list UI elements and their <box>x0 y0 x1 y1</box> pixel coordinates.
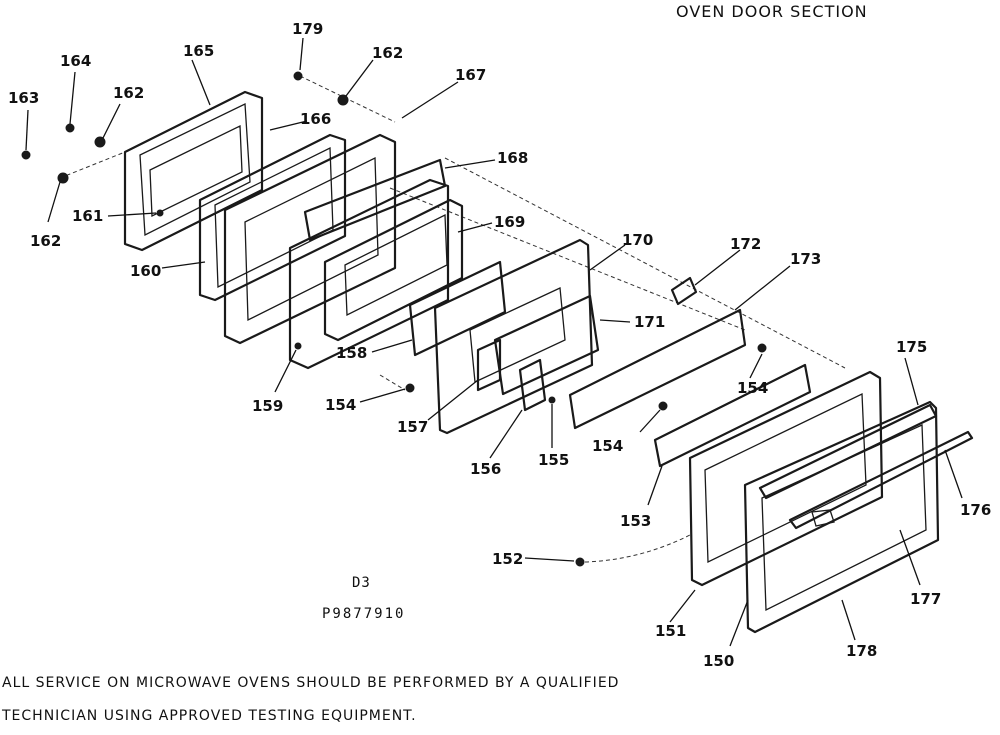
nut-162-icon <box>337 94 349 106</box>
part-170-door-panel <box>433 238 594 435</box>
callout-164: 164 <box>60 52 91 70</box>
alignment-lines <box>59 75 846 563</box>
screw-152-icon <box>575 557 585 567</box>
part-153-strip <box>653 363 812 468</box>
callout-167: 167 <box>455 66 486 84</box>
screw-155-icon <box>548 396 556 404</box>
callout-176: 176 <box>960 501 991 519</box>
part-160-inner-frame <box>223 133 397 345</box>
leader-lines <box>25 37 963 647</box>
callout-156: 156 <box>470 460 501 478</box>
section-title: OVEN DOOR SECTION <box>676 2 868 21</box>
part-175-top-trim <box>758 403 938 500</box>
screw-154-icon <box>405 383 415 393</box>
diagram-code: D3 <box>352 575 371 591</box>
callout-172: 172 <box>730 235 761 253</box>
callout-177: 177 <box>910 590 941 608</box>
service-notice-line-1: ALL SERVICE ON MICROWAVE OVENS SHOULD BE… <box>2 675 620 691</box>
clip-159-icon <box>294 342 302 350</box>
callout-161: 161 <box>72 207 103 225</box>
callout-166: 166 <box>300 110 331 128</box>
callout-152: 152 <box>492 550 523 568</box>
callout-171: 171 <box>634 313 665 331</box>
callout-157: 157 <box>397 418 428 436</box>
callout-163: 163 <box>8 89 39 107</box>
screw-179-icon <box>293 71 303 81</box>
screw-164-icon <box>65 123 75 133</box>
callout-175: 175 <box>896 338 927 356</box>
callout-178: 178 <box>846 642 877 660</box>
part-165-outer-panel <box>123 90 264 252</box>
callout-154: 154 <box>737 379 768 397</box>
callout-162: 162 <box>113 84 144 102</box>
part-151-front-frame <box>688 370 884 587</box>
callout-151: 151 <box>655 622 686 640</box>
part-172-hinge <box>670 276 698 306</box>
clip-161-icon <box>156 209 164 217</box>
callout-158: 158 <box>336 344 367 362</box>
nut-162-icon <box>57 172 69 184</box>
part-173-strip <box>568 308 747 430</box>
part-171-choke <box>469 287 600 396</box>
callout-173: 173 <box>790 250 821 268</box>
part-158-glass <box>408 260 507 357</box>
part-156-latch <box>518 358 547 412</box>
screw-163-icon <box>21 150 31 160</box>
nut-162-icon <box>94 136 106 148</box>
callout-154: 154 <box>592 437 623 455</box>
part-166-gasket-frame <box>198 133 347 302</box>
callout-154: 154 <box>325 396 356 414</box>
callout-150: 150 <box>703 652 734 670</box>
callout-160: 160 <box>130 262 161 280</box>
callout-159: 159 <box>252 397 283 415</box>
screw-154-icon <box>757 343 767 353</box>
callout-162: 162 <box>30 232 61 250</box>
part-157-bracket <box>476 338 502 392</box>
callout-162: 162 <box>372 44 403 62</box>
part-168-liner <box>288 158 450 370</box>
callout-170: 170 <box>622 231 653 249</box>
callout-153: 153 <box>620 512 651 530</box>
callout-169: 169 <box>494 213 525 231</box>
part-169-window-frame <box>323 198 464 342</box>
diagram-part-number: P9877910 <box>322 606 406 622</box>
screw-154-icon <box>658 401 668 411</box>
part-176-handle <box>788 430 974 530</box>
callout-155: 155 <box>538 451 569 469</box>
callout-168: 168 <box>497 149 528 167</box>
callout-179: 179 <box>292 20 323 38</box>
callout-165: 165 <box>183 42 214 60</box>
callout-labels: 163 164 162 165 179 162 167 166 168 169 … <box>8 20 991 670</box>
fasteners <box>21 71 767 567</box>
service-notice-line-2: TECHNICIAN USING APPROVED TESTING EQUIPM… <box>2 708 417 724</box>
